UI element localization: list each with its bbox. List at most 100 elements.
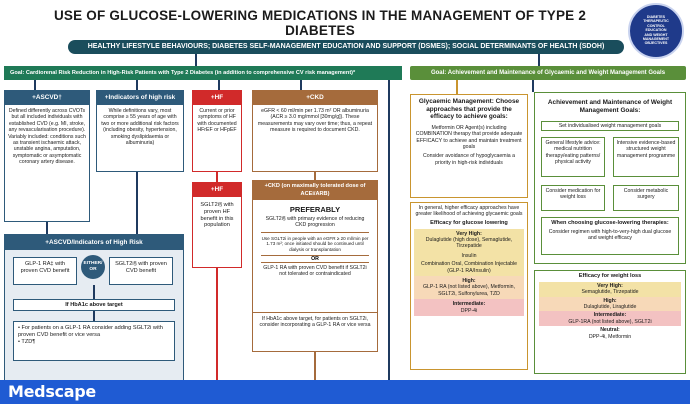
tier-label: Very High: bbox=[597, 282, 623, 289]
intermediate-glucose: Intermediate: DPP-4i bbox=[414, 299, 524, 317]
logo-line: MANAGEMENT bbox=[642, 37, 670, 42]
ckd-hba1c-box: If HbA1c above target, for patients on S… bbox=[252, 312, 378, 352]
footer-bar bbox=[0, 380, 690, 404]
choosing-box: When choosing glucose-lowering therapies… bbox=[541, 217, 679, 255]
connector bbox=[136, 80, 138, 90]
connector bbox=[136, 172, 138, 234]
intermediate-weight: Intermediate: GLP-1RA (not listed above)… bbox=[539, 311, 681, 327]
high-glucose: High: GLP-1 RA (not listed above), Metfo… bbox=[414, 276, 524, 300]
lifestyle-advice: General lifestyle advice: medical nutrit… bbox=[541, 137, 605, 177]
ckd-box: +CKD eGFR < 60 ml/min per 1.73 m² OR alb… bbox=[252, 90, 378, 172]
hf-treatment-box: +HF SGLT2i§ with proven HF benefit in th… bbox=[192, 182, 242, 268]
logo-line: OBJECTIVES bbox=[644, 41, 668, 46]
medication-for-weight-loss: Consider medication for weight loss bbox=[541, 185, 605, 211]
connector bbox=[456, 80, 458, 94]
ckd-glp1-line: GLP-1 RA with proven CVD benefit if SGLT… bbox=[263, 265, 367, 278]
connector bbox=[46, 222, 48, 234]
hf-text: Current or prior symptoms of HF with doc… bbox=[197, 108, 237, 134]
ascvd-treatment-box: +ASCVD/Indicators of High Risk GLP-1 RA‡… bbox=[4, 234, 184, 396]
tier-drugs: Semaglutide, Tirzepatide bbox=[581, 289, 639, 296]
logo-line: CONTROL bbox=[647, 23, 665, 28]
ascvd-box: +ASCVD† Defined differently across CVOTs… bbox=[4, 90, 90, 222]
connector bbox=[195, 54, 197, 66]
page-title: USE OF GLUCOSE-LOWERING MEDICATIONS IN T… bbox=[53, 8, 587, 38]
tier-drugs: DPP-4i bbox=[460, 307, 478, 314]
tier-label: Very High: bbox=[456, 230, 482, 237]
logo-line: THERAPEUTIC bbox=[643, 19, 669, 24]
tier-drugs: Dulaglutide (high dose), Semaglutide, Ti… bbox=[425, 237, 513, 250]
connector bbox=[314, 172, 316, 180]
ckd-title: +CKD bbox=[253, 91, 377, 105]
glycaemic-box: Glycaemic Management: Choose approaches … bbox=[410, 94, 528, 198]
glycaemic-title: Glycaemic Management: Choose approaches … bbox=[418, 98, 520, 121]
ascvd-bullets: • For patients on a GLP-1 RA consider ad… bbox=[13, 321, 175, 361]
hf-title: +HF bbox=[193, 91, 241, 105]
glp1-cvd-box: GLP-1 RA‡ with proven CVD benefit bbox=[13, 257, 77, 285]
logo-line: DIABETES bbox=[646, 15, 666, 19]
hba1c-target-bar: If HbA1c above target bbox=[13, 299, 175, 311]
or-label: OR bbox=[261, 254, 369, 263]
glucose-efficacy-title: Efficacy for glucose lowering bbox=[430, 219, 508, 226]
individualised-goals: Set individualised weight management goa… bbox=[541, 121, 679, 131]
combination-row: Combination Oral, Combination Injectable… bbox=[414, 260, 524, 277]
indicators-box: +Indicators of high risk While definitio… bbox=[96, 90, 184, 172]
connector bbox=[93, 311, 95, 321]
glycaemic-text1: Metformin OR Agent(s) including COMBINAT… bbox=[415, 124, 523, 150]
preferably-label: PREFERABLY bbox=[289, 205, 341, 214]
indicators-title: +Indicators of high risk bbox=[97, 91, 183, 105]
insulin-row: Insulin bbox=[414, 251, 524, 261]
bullet-glp1-sglt2: • For patients on a GLP-1 RA consider ad… bbox=[18, 325, 163, 338]
diabetes-logo: DIABETES THERAPEUTIC CONTROL EDUCATION A… bbox=[628, 3, 684, 59]
choosing-title: When choosing glucose-lowering therapies… bbox=[551, 220, 669, 226]
choosing-regimen: Consider regimen with high-to-very-high … bbox=[548, 228, 672, 242]
tier-drugs: GLP-1 RA (not listed above), Metformin, … bbox=[423, 284, 515, 297]
higher-efficacy-text: In general, higher efficacy approaches h… bbox=[415, 205, 523, 218]
weight-efficacy-box: Efficacy for weight loss Very High: Sema… bbox=[534, 270, 686, 374]
either-or-badge: EITHER/ OR bbox=[81, 255, 105, 279]
connector bbox=[93, 285, 95, 299]
very-high-weight: Very High: Semaglutide, Tirzepatide bbox=[539, 281, 681, 297]
intensive-programme: Intensive evidence-based structured weig… bbox=[613, 137, 679, 177]
glycaemic-text2: Consider avoidance of hypoglycaemia a pr… bbox=[423, 153, 515, 166]
ascvd-title: +ASCVD† bbox=[5, 91, 89, 105]
weight-box: Achievement and Maintenance of Weight Ma… bbox=[534, 92, 686, 264]
tier-drugs: DPP-4i, Metformin bbox=[588, 333, 632, 340]
logo-line: AND WEIGHT bbox=[644, 32, 668, 37]
connector bbox=[218, 80, 220, 90]
sglt2-cvd-box: SGLT2i§ with proven CVD benefit bbox=[109, 257, 173, 285]
metabolic-surgery: Consider metabolic surgery bbox=[613, 185, 679, 211]
bullet-text: For patients on a GLP-1 RA consider addi… bbox=[18, 325, 163, 338]
tier-label: High: bbox=[462, 278, 476, 285]
tier-drugs: GLP-1RA (not listed above), SGLT2i bbox=[568, 318, 652, 325]
cardiorenal-goal-bar: Goal: Cardiorenal Risk Reduction in High… bbox=[4, 66, 402, 80]
ascvd-treatment-title: +ASCVD/Indicators of High Risk bbox=[5, 235, 183, 250]
high-weight: High: Dulaglutide, Liraglutide bbox=[539, 296, 681, 312]
bullet-tzd: • TZD¶ bbox=[18, 338, 36, 345]
connector bbox=[300, 80, 302, 90]
connector bbox=[216, 268, 218, 404]
glycaemic-weight-goal-bar: Goal: Achievement and Maintenance of Gly… bbox=[410, 66, 686, 80]
tier-label: Intermediate: bbox=[452, 301, 486, 308]
lifestyle-banner: HEALTHY LIFESTYLE BEHAVIOURS; DIABETES S… bbox=[68, 40, 624, 54]
hf-treatment-title: +HF bbox=[193, 183, 241, 197]
very-high-glucose: Very High: Dulaglutide (high dose), Sema… bbox=[414, 228, 524, 252]
weight-efficacy-title: Efficacy for weight loss bbox=[578, 273, 642, 279]
tier-label: High: bbox=[603, 297, 617, 304]
connector bbox=[314, 352, 316, 404]
medscape-logo: Medscape bbox=[8, 382, 96, 401]
tier-label: Neutral: bbox=[600, 327, 620, 334]
hf-treatment-text: SGLT2i§ with proven HF benefit in this p… bbox=[200, 202, 234, 229]
hf-box: +HF Current or prior symptoms of HF with… bbox=[192, 90, 242, 172]
logo-line: EDUCATION bbox=[645, 28, 667, 33]
connector bbox=[216, 172, 218, 182]
indicators-text: While definitions vary, most comprise ≥ … bbox=[101, 108, 179, 147]
neutral-weight: Neutral: DPP-4i, Metformin bbox=[539, 326, 681, 341]
ckd-egfr-line: Use SGLT2i in people with an eGFR ≥ 20 m… bbox=[261, 235, 369, 252]
ascvd-text: Defined differently across CVOTs but all… bbox=[8, 108, 86, 166]
connector bbox=[34, 80, 36, 90]
glycaemic-efficacy-box: In general, higher efficacy approaches h… bbox=[410, 202, 528, 370]
connector bbox=[388, 80, 390, 404]
weight-title: Achievement and Maintenance of Weight Ma… bbox=[547, 99, 673, 114]
tier-drugs: Dulaglutide, Liraglutide bbox=[583, 304, 637, 311]
tier-label: Intermediate: bbox=[593, 312, 627, 319]
